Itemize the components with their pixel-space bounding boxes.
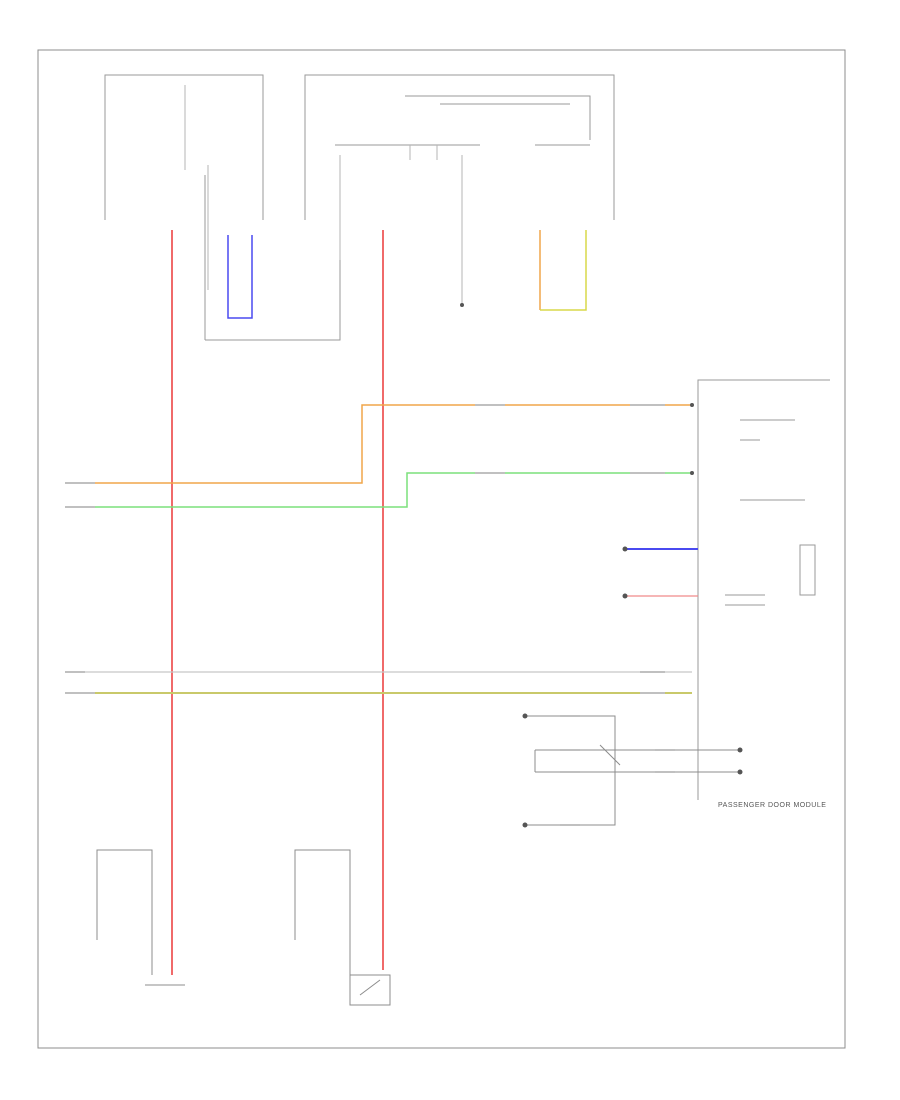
wire-blue-loop	[227, 235, 253, 319]
connector-dots	[460, 303, 743, 828]
wire-orange-horizontal	[65, 404, 692, 484]
faint-label-marks	[65, 404, 675, 826]
wire-yellow-loop	[540, 230, 587, 311]
switch-harness	[525, 715, 740, 826]
bottom-left-component	[96, 849, 185, 986]
module-caption: PASSENGER DOOR MODULE	[718, 802, 827, 809]
top-right-component	[304, 74, 615, 220]
top-small-wires	[184, 85, 463, 305]
passenger-door-module-box	[697, 379, 830, 800]
diagram-frame	[37, 49, 846, 1049]
top-left-component	[104, 74, 341, 341]
bottom-middle-component	[294, 849, 391, 1006]
wire-green-horizontal	[65, 472, 692, 508]
